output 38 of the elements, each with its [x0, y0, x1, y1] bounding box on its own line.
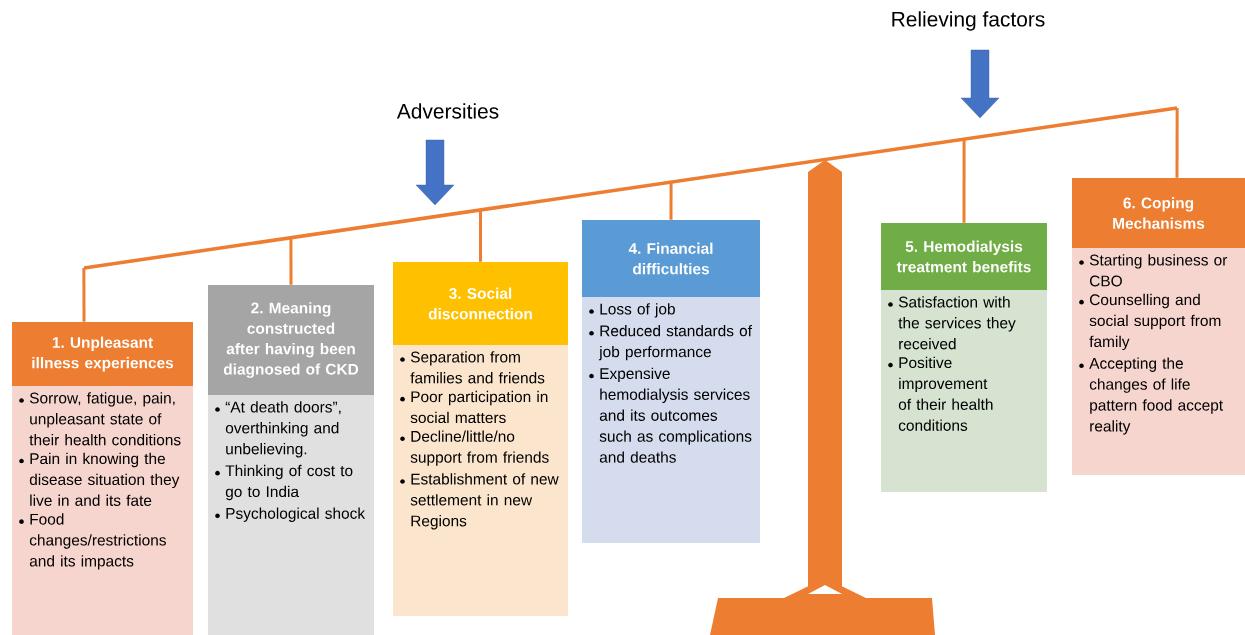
bullet-text: Poor participation in social matters	[410, 390, 548, 424]
bullet-text: Reduced standards of job performance	[598, 325, 752, 361]
category-card	[582, 220, 760, 543]
bullet-text: Loss of job	[600, 303, 675, 318]
card-heading: 3. Social disconnection	[428, 287, 532, 320]
bullet-text: Thinking of cost to go to India	[225, 464, 353, 501]
card-heading: 2. Meaning constructed after having been diagnosed of CKD	[223, 302, 359, 378]
bullet-text: Psychological shock	[226, 507, 366, 522]
card-heading: 1. Unpleasant illness experiences	[32, 336, 174, 372]
bullet-text: Accepting the changes of life pattern food accept reality	[1089, 357, 1223, 435]
bullet-text: Decline/little/no support from friends	[410, 430, 549, 466]
hanger-line	[289, 237, 293, 285]
category-card	[881, 223, 1047, 492]
bullet-text: Sorrow, fatigue, pain, unpleasant state of their health conditions	[29, 392, 181, 446]
bullet-text: “At death doors”, overthinking and unbelieving.	[225, 401, 341, 458]
bullet-text: Establishment of new settlement in new Regions	[410, 473, 559, 530]
bullet-text: Pain in knowing the disease situation they live in and its fate	[29, 452, 180, 506]
hanger-line	[962, 139, 966, 223]
card-heading: 4. Financial difficulties	[628, 242, 713, 275]
category-card	[393, 262, 568, 616]
bullet-text: Starting business or CBO	[1089, 254, 1228, 287]
bullet-text: Counselling and social support from family	[1089, 293, 1221, 351]
card-heading: 6. Coping Mechanisms	[1113, 197, 1205, 229]
hanger-line	[1175, 107, 1179, 178]
arrow-label: Relieving factors	[892, 11, 1045, 31]
bullet-text: Expensive hemodialysis services and its outcomes such as complications and deaths	[599, 367, 752, 463]
bullet-text: Satisfaction with the services they received	[898, 296, 1016, 350]
bullet-text: Separation from families and friends	[410, 351, 545, 384]
hanger-line	[82, 268, 86, 322]
bullet-text: Positive improvement of their health conditions	[898, 356, 993, 431]
bullet-text: Food changes/restrictions and its impacts	[29, 513, 166, 570]
hanger-line	[669, 182, 673, 220]
card-heading: 5. Hemodialysis treatment benefits	[896, 240, 1031, 273]
category-card	[1072, 178, 1245, 475]
category-card	[208, 285, 374, 635]
category-card	[12, 322, 193, 635]
arrow-label: Adversities	[396, 103, 499, 119]
hanger-line	[479, 209, 482, 262]
